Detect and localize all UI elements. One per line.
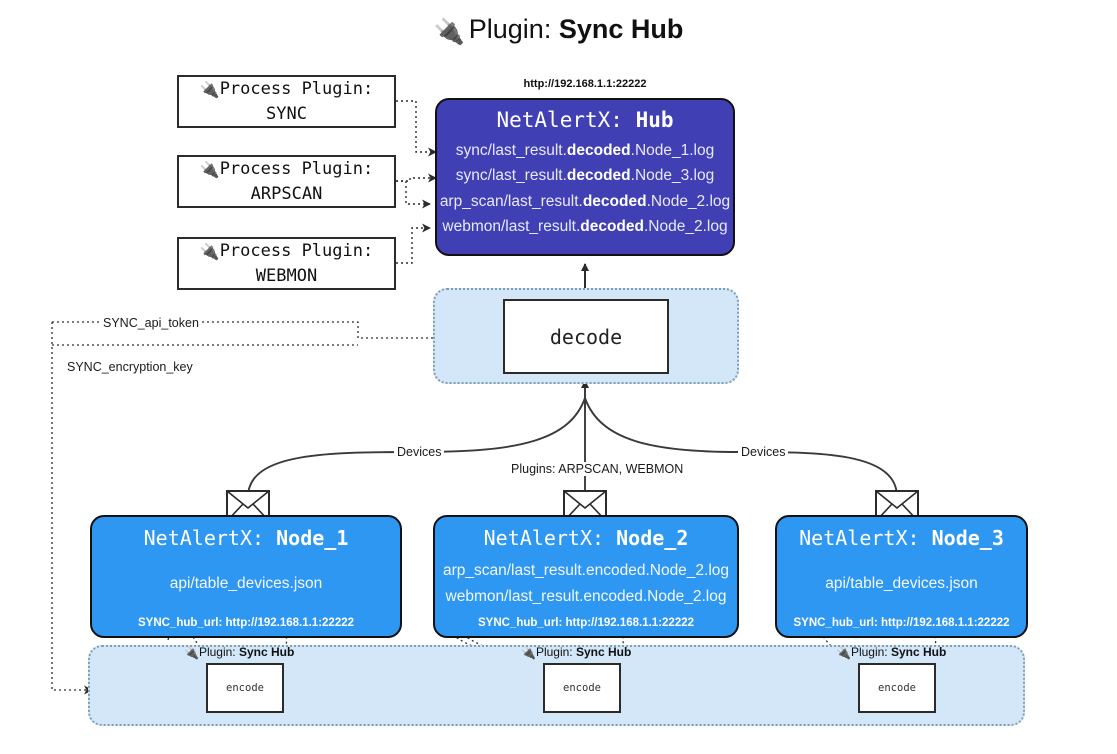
encode-label: encode [226, 682, 264, 694]
node-title: NetAlertX: Node_2 [483, 526, 689, 550]
plug-icon: 🔌 [521, 646, 536, 660]
process-plugin-value: SYNC [266, 103, 307, 124]
process-plugin-value: ARPSCAN [250, 183, 323, 204]
encode-caption-3: 🔌Plugin: Sync Hub [836, 645, 947, 660]
title-prefix: Plugin: [468, 14, 552, 44]
node-lines: api/table_devices.json [777, 550, 1026, 617]
sync-api-token-label: SYNC_api_token [100, 316, 202, 330]
plug-icon: 🔌 [199, 79, 220, 99]
node-line: webmon/last_result.encoded.Node_2.log [445, 587, 727, 605]
plug-icon: 🔌 [199, 241, 220, 261]
encode-caption-1: 🔌Plugin: Sync Hub [184, 645, 295, 660]
node-title: NetAlertX: Node_3 [799, 526, 1004, 550]
plug-icon: 🔌 [836, 646, 851, 660]
encode-box-1[interactable]: encode [206, 663, 284, 713]
node-3[interactable]: NetAlertX: Node_3 api/table_devices.json… [775, 515, 1028, 638]
process-plugin-value: WEBMON [255, 265, 318, 286]
node-lines: api/table_devices.json [92, 550, 400, 617]
node-lines: arp_scan/last_result.encoded.Node_2.log … [435, 550, 737, 617]
node-2[interactable]: NetAlertX: Node_2 arp_scan/last_result.e… [433, 515, 739, 638]
process-plugin-arpscan[interactable]: 🔌Process Plugin: ARPSCAN [177, 155, 396, 208]
plug-icon: 🔌 [184, 646, 199, 660]
node-line: api/table_devices.json [825, 574, 978, 592]
node-line: arp_scan/last_result.encoded.Node_2.log [442, 561, 730, 579]
encode-label: encode [878, 682, 916, 694]
decode-label: decode [549, 324, 623, 349]
encode-caption-2: 🔌Plugin: Sync Hub [521, 645, 632, 660]
node-1[interactable]: NetAlertX: Node_1 api/table_devices.json… [90, 515, 402, 638]
process-plugin-sync[interactable]: 🔌Process Plugin: SYNC [177, 75, 396, 128]
decode-box[interactable]: decode [503, 299, 669, 374]
title-name: Sync Hub [558, 14, 684, 44]
plug-icon: 🔌 [433, 18, 465, 46]
sync-encryption-key-label: SYNC_encryption_key [64, 360, 196, 374]
hub-title-prefix: NetAlertX: [496, 108, 623, 132]
process-plugin-label: Process Plugin: [219, 158, 374, 179]
hub-node[interactable]: NetAlertX: Hub sync/last_result.decoded.… [435, 98, 735, 256]
node-line: api/table_devices.json [169, 574, 323, 592]
hub-log-line: arp_scan/last_result.decoded.Node_2.log [439, 192, 731, 210]
hub-log-line: sync/last_result.decoded.Node_1.log [455, 142, 715, 159]
plug-icon: 🔌 [199, 159, 220, 179]
process-plugin-label: Process Plugin: [219, 78, 374, 99]
page-title: 🔌Plugin: Sync Hub [0, 14, 1117, 47]
hub-title-name: Hub [635, 108, 674, 132]
devices-label-right: Devices [738, 445, 789, 459]
node-footer: SYNC_hub_url: http://192.168.1.1:22222 [477, 617, 695, 629]
node-footer: SYNC_hub_url: http://192.168.1.1:22222 [137, 617, 355, 629]
encode-box-3[interactable]: encode [858, 663, 936, 713]
hub-log-line: webmon/last_result.decoded.Node_2.log [442, 218, 728, 236]
hub-url-label: http://192.168.1.1:22222 [523, 78, 647, 90]
process-plugin-webmon[interactable]: 🔌Process Plugin: WEBMON [177, 237, 396, 290]
plugins-label-center: Plugins: ARPSCAN, WEBMON [508, 462, 687, 476]
encode-box-2[interactable]: encode [543, 663, 621, 713]
hub-title: NetAlertX: Hub [496, 108, 673, 132]
hub-log-list: sync/last_result.decoded.Node_1.log sync… [437, 138, 733, 240]
node-title: NetAlertX: Node_1 [143, 526, 349, 550]
devices-label-left: Devices [394, 445, 445, 459]
process-plugin-label: Process Plugin: [219, 240, 374, 261]
encode-label: encode [563, 682, 601, 694]
node-footer: SYNC_hub_url: http://192.168.1.1:22222 [793, 617, 1010, 629]
hub-log-line: sync/last_result.decoded.Node_3.log [455, 167, 715, 185]
